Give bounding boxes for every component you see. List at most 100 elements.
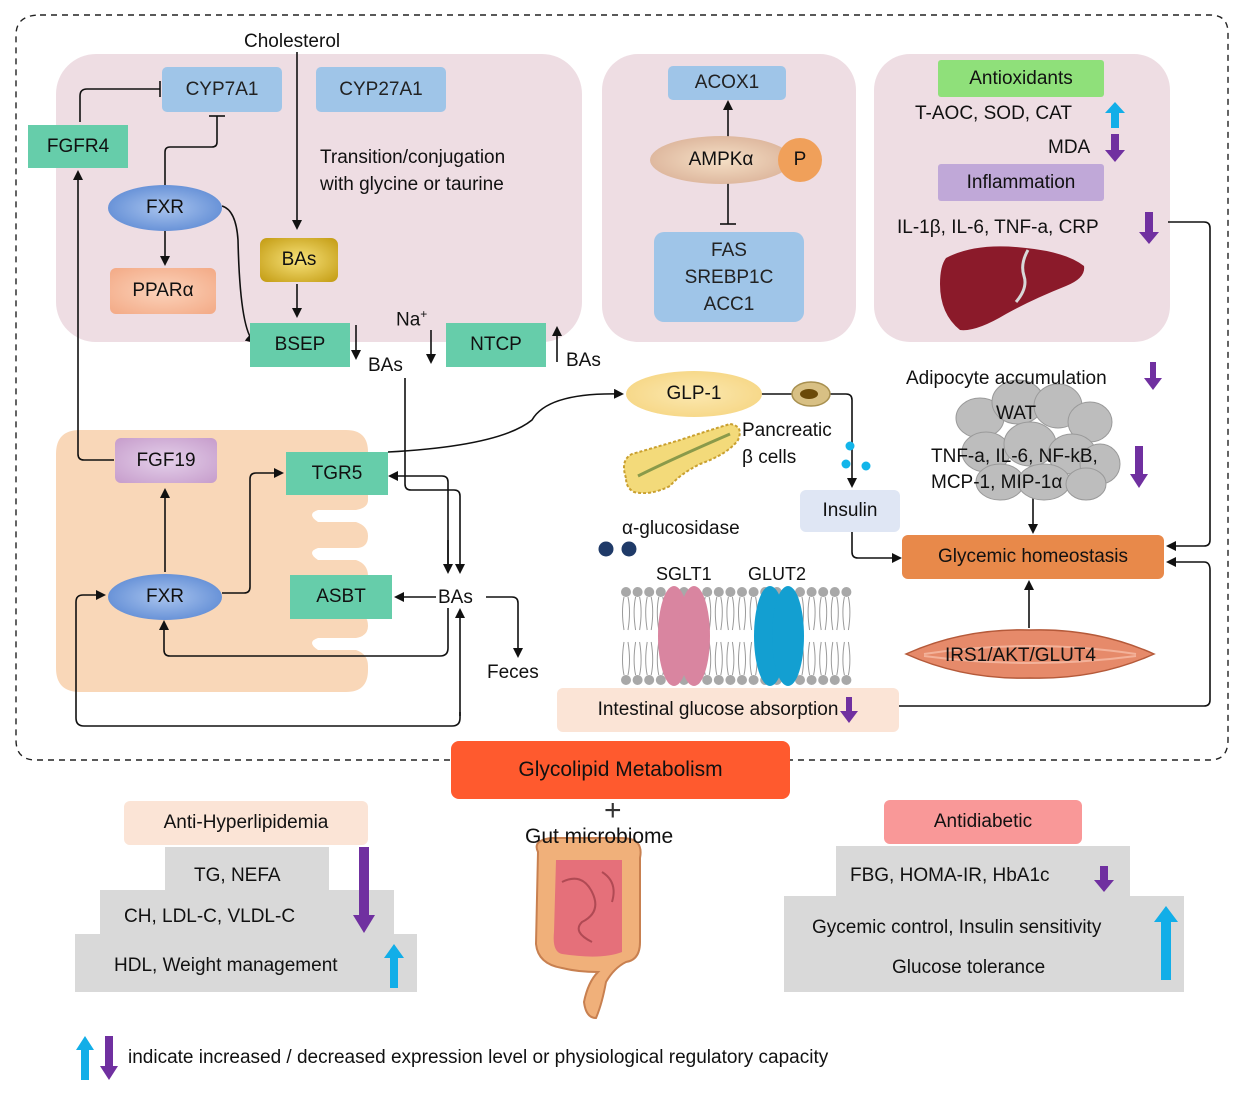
legend-text: indicate increased / decreased expressio… [128,1047,829,1068]
feces-label: Feces [487,662,539,683]
lipid-tail [807,596,816,631]
wat-adipocytes-icon [955,379,1121,501]
lipid-tail [645,641,654,676]
cyp27a1-box: CYP27A1 [316,67,446,112]
lipid-tail [622,596,630,631]
intestine-panel [56,430,368,692]
decrease-arrow-icon [1130,446,1148,488]
tgr5-box: TGR5 [286,452,388,495]
receptor-icon [791,381,831,407]
lipid-head [737,587,747,597]
insulin-granules-icon [841,441,871,471]
na-superscript: + [420,307,428,321]
lipid-tail [633,596,642,631]
arrow-tgr5-glp1 [387,388,624,453]
lipid-tier-2-label: CH, LDL-C, VLDL-C [124,906,296,927]
lipid-tail [738,641,746,676]
arrow-fxr-bsep [221,205,256,344]
ppara-box: PPARα [110,268,216,314]
lipid-head [806,675,817,685]
ampk-ellipse: AMPKα [650,136,792,184]
lipid-head [702,587,713,597]
lipid-head [818,587,829,597]
lipid-tail [830,596,839,631]
fxr-intestine-ellipse: FXR [108,574,222,620]
decrease-arrow-icon [1144,362,1162,390]
sglt1-label: SGLT1 [656,564,712,584]
arrow-absorption-glycemic [898,557,1211,707]
inflammation-box: Inflammation [938,164,1104,201]
increase-arrow-icon [384,944,404,988]
inflammation-markers: IL-1β, IL-6, TNF-a, CRP [897,217,1099,238]
lipid-head [655,675,666,685]
adipocyte-label: Adipocyte accumulation [906,368,1107,389]
lipid-head [621,587,631,597]
diabetic-tier-1 [836,846,1130,898]
bas-bsep-label: BAs [368,355,403,376]
acc1-label: ACC1 [703,293,755,315]
diabetic-tier-2-label: Gycemic control, Insulin sensitivity [812,917,1102,938]
cyp7a1-box: CYP7A1 [162,67,282,112]
fgf19-box: FGF19 [115,438,217,483]
lipid-tier-1 [165,847,329,895]
intestinal-absorption-box: Intestinal glucose absorption [557,688,899,732]
glut2-label: GLUT2 [748,564,807,584]
muscle-label: IRS1/AKT/GLUT4 [945,645,1096,666]
arrow-insulin-glycemic [851,532,902,563]
bsep-box: BSEP [250,323,350,367]
arrow-bas-fxr [159,608,449,657]
antioxidant-markers: T-AOC, SOD, CAT [915,103,1072,124]
decrease-arrow-icon [1105,134,1125,162]
lipid-tail [714,641,723,676]
antidiabetic-title: Antidiabetic [884,800,1082,844]
lipid-tail [622,641,630,676]
lipid-head [644,587,655,597]
lipid-tail [842,596,851,631]
lipid-head [841,587,852,597]
glycolipid-metabolism-box: Glycolipid Metabolism [451,741,790,799]
arrow-bas-tgr5 [388,471,449,572]
liver-icon [940,246,1085,331]
lipid-head [644,675,655,685]
ntcp-box: NTCP [446,323,546,367]
lipid-tier-1-label: TG, NEFA [194,865,281,886]
fxr-liver-ellipse: FXR [108,185,222,231]
diabetic-tier-2 [784,896,1184,992]
legend-increase-arrow-icon [76,1036,94,1080]
lipid-head [748,587,759,597]
plus-sign: + [604,794,622,827]
lipid-tail [842,641,851,676]
lipid-head [632,675,643,685]
lipid-tail [726,596,735,631]
lipid-head [841,675,852,685]
inhibit-fxr-cyp7a1 [164,116,218,188]
gut-microbiome-label: Gut microbiome [525,825,674,848]
transition-text-1: Transition/conjugation [320,147,506,168]
lipid-head [702,675,713,685]
mda-label: MDA [1048,137,1091,158]
decrease-arrow-icon [1094,866,1114,892]
increase-arrow-icon [1154,906,1178,980]
transition-text-2: with glycine or taurine [320,174,504,195]
lipid-tail [819,596,828,631]
insulin-box: Insulin [800,490,900,532]
glycemic-homeostasis-box: Glycemic homeostasis [902,535,1164,579]
increase-arrow-icon [1105,102,1125,128]
muscle-icon [904,629,1156,679]
arrow-inflam-glycemic [1166,221,1211,551]
gut-icon [534,837,642,1020]
anti-hyperlipidemia-title: Anti-Hyperlipidemia [124,801,368,845]
na-label: Na+ [396,308,427,329]
diabetic-tier-3-label: Glucose tolerance [892,957,1046,978]
arrow-fxr-tgr5 [222,468,284,594]
fas-label: FAS [711,239,747,261]
legend-decrease-arrow-icon [100,1036,118,1080]
pancreatic-label-2: β cells [742,447,797,468]
srebp1c-label: SREBP1C [684,266,774,288]
cytokines-label-2: MCP-1, MIP-1α [931,472,1063,493]
alpha-glucosidase-label: α-glucosidase [622,518,740,539]
arrow-bas-down [404,378,465,574]
lipid-head [806,587,817,597]
lipid-head [818,675,829,685]
